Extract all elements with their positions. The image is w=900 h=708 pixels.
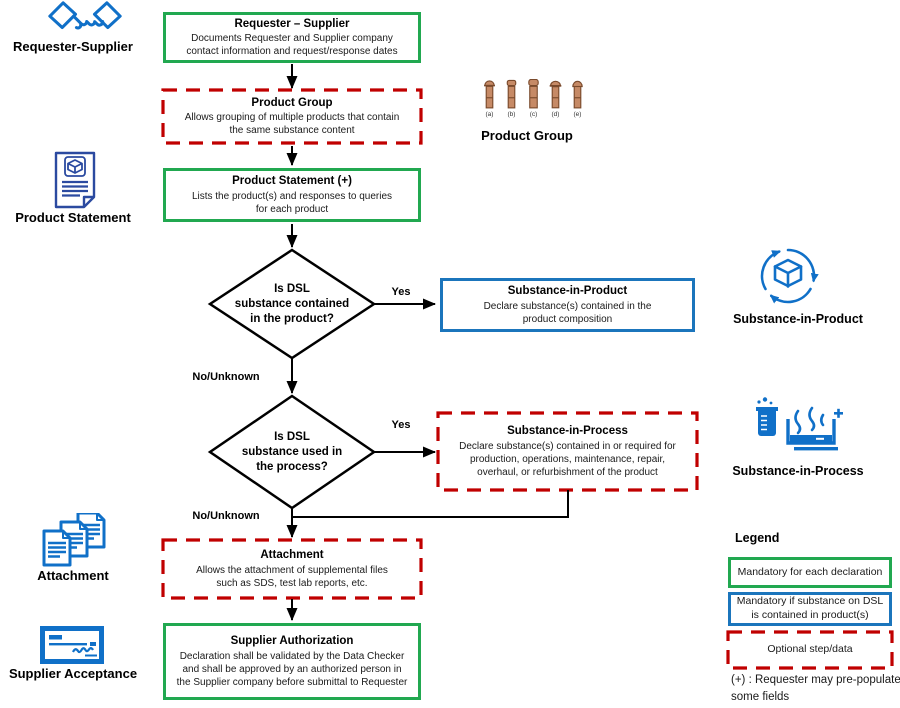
legend-item-label: Mandatory if substance on DSL xyxy=(736,595,884,608)
node-product-statement: Product Statement (+) Lists the product(… xyxy=(163,168,421,222)
rivet-item: (e) xyxy=(570,79,585,118)
decision-line: substance contained xyxy=(234,297,350,310)
legend-item-optional: Optional step/data xyxy=(728,632,892,668)
legend-note-line: (+) : Requester may pre-populate xyxy=(731,674,900,686)
decision-diamond-process xyxy=(207,394,377,510)
node-desc-line: Declare substance(s) contained in the xyxy=(483,300,652,312)
decision-line: the process? xyxy=(256,460,328,473)
node-title: Product Group xyxy=(251,96,333,109)
node-title: Supplier Authorization xyxy=(230,635,354,648)
node-title: Product Statement (+) xyxy=(232,175,352,188)
rivet-label: (b) xyxy=(507,111,516,118)
optional-box-product-group xyxy=(161,88,423,145)
sidebar-label-supplier-acceptance: Supplier Acceptance xyxy=(8,666,138,681)
edge-label-no-unknown: No/Unknown xyxy=(192,510,260,522)
sidebar-label-requester-supplier: Requester-Supplier xyxy=(13,39,133,54)
node-product-group: Product Group Allows grouping of multipl… xyxy=(163,90,421,143)
node-desc-line: the same substance content xyxy=(229,125,355,137)
rivet-icon xyxy=(484,80,495,109)
node-desc-line: overhaul, or refurbishment of the produc… xyxy=(477,466,658,478)
legend-optional-box xyxy=(726,630,894,670)
rivet-item: (a) xyxy=(482,79,497,118)
flow-connector-return xyxy=(293,490,569,518)
node-desc-line: Lists the product(s) and responses to qu… xyxy=(191,190,393,202)
handshake-icon xyxy=(48,1,122,30)
node-substance-in-product: Substance-in-Product Declare substance(s… xyxy=(440,278,695,332)
rivet-icon xyxy=(528,79,539,109)
decision-line: Is DSL xyxy=(274,431,310,443)
legend-item-mandatory-dsl: Mandatory if substance on DSL is contain… xyxy=(728,592,892,626)
legend-item-label: Mandatory for each declaration xyxy=(737,565,883,578)
sidebar-label-product-statement: Product Statement xyxy=(15,210,131,225)
product-group-rivets: (a) (b) (c) xyxy=(482,79,585,118)
node-desc-line: production, operations, maintenance, rep… xyxy=(469,453,666,465)
legend-note: (+) : Requester may pre-populate some fi… xyxy=(731,672,900,707)
legend-item-label: Optional step/data xyxy=(767,643,853,656)
rivet-item: (c) xyxy=(526,79,541,118)
legend-title: Legend xyxy=(735,531,780,545)
node-title: Requester – Supplier xyxy=(234,17,350,30)
edge-label-yes: Yes xyxy=(391,286,411,298)
rivet-label: (a) xyxy=(485,111,494,118)
rivet-icon xyxy=(549,80,562,109)
node-desc-line: Documents Requester and Supplier company xyxy=(191,33,393,45)
rivet-icon xyxy=(572,80,583,109)
label-product-group: Product Group xyxy=(481,128,573,143)
node-requester-supplier: Requester – Supplier Documents Requester… xyxy=(163,12,421,63)
decision-text-process: Is DSL substance used in the process? xyxy=(207,430,377,475)
node-desc-line: contact information and request/response… xyxy=(186,46,398,58)
label-substance-in-process: Substance-in-Process xyxy=(732,464,864,478)
sidebar-label-attachment: Attachment xyxy=(37,568,109,583)
optional-box-substance-in-process xyxy=(436,411,699,492)
node-desc-line: the Supplier company before submittal to… xyxy=(176,676,408,688)
decision-text-product: Is DSL substance contained in the produc… xyxy=(207,282,377,327)
node-supplier-authorization: Supplier Authorization Declaration shall… xyxy=(163,623,421,700)
node-desc-line: Declaration shall be validated by the Da… xyxy=(179,650,405,662)
decision-line: Is DSL xyxy=(274,283,310,295)
decision-line: in the product? xyxy=(250,312,334,325)
label-substance-in-product: Substance-in-Product xyxy=(733,312,863,326)
decision-line: substance used in xyxy=(241,445,343,458)
node-desc-line: Declare substance(s) contained in or req… xyxy=(459,440,676,452)
node-title: Substance-in-Process xyxy=(507,425,628,438)
node-desc-line: product composition xyxy=(522,313,613,325)
edge-label-yes: Yes xyxy=(391,419,411,431)
rivet-item: (b) xyxy=(504,79,519,118)
node-title: Attachment xyxy=(260,549,324,562)
node-substance-in-process: Substance-in-Process Declare substance(s… xyxy=(438,413,697,490)
node-desc-line: Allows grouping of multiple products tha… xyxy=(184,112,400,124)
legend-item-mandatory: Mandatory for each declaration xyxy=(728,557,892,588)
node-desc-line: such as SDS, test lab reports, etc. xyxy=(216,577,368,589)
edge-label-no-unknown: No/Unknown xyxy=(192,371,260,383)
rivet-label: (d) xyxy=(551,111,560,118)
rivet-label: (e) xyxy=(573,111,582,118)
node-desc-line: Allows the attachment of supplemental fi… xyxy=(196,564,388,576)
node-desc-line: for each product xyxy=(255,203,329,215)
node-desc-line: and shall be approved by an authorized p… xyxy=(182,663,402,675)
node-attachment: Attachment Allows the attachment of supp… xyxy=(163,540,421,598)
rivet-item: (d) xyxy=(548,79,563,118)
product-statement-document-icon xyxy=(54,151,96,209)
recycle-box-icon xyxy=(760,248,819,304)
legend-item-label: is contained in product(s) xyxy=(751,609,869,621)
node-title: Substance-in-Product xyxy=(507,285,628,298)
legend-note-line: some fields xyxy=(731,691,790,704)
attachment-documents-icon xyxy=(42,513,106,567)
rivet-label: (c) xyxy=(529,111,538,118)
optional-box-attachment xyxy=(161,538,423,600)
rivet-icon xyxy=(506,79,517,109)
chemical-process-icon xyxy=(756,397,843,451)
cheque-icon xyxy=(40,626,104,664)
